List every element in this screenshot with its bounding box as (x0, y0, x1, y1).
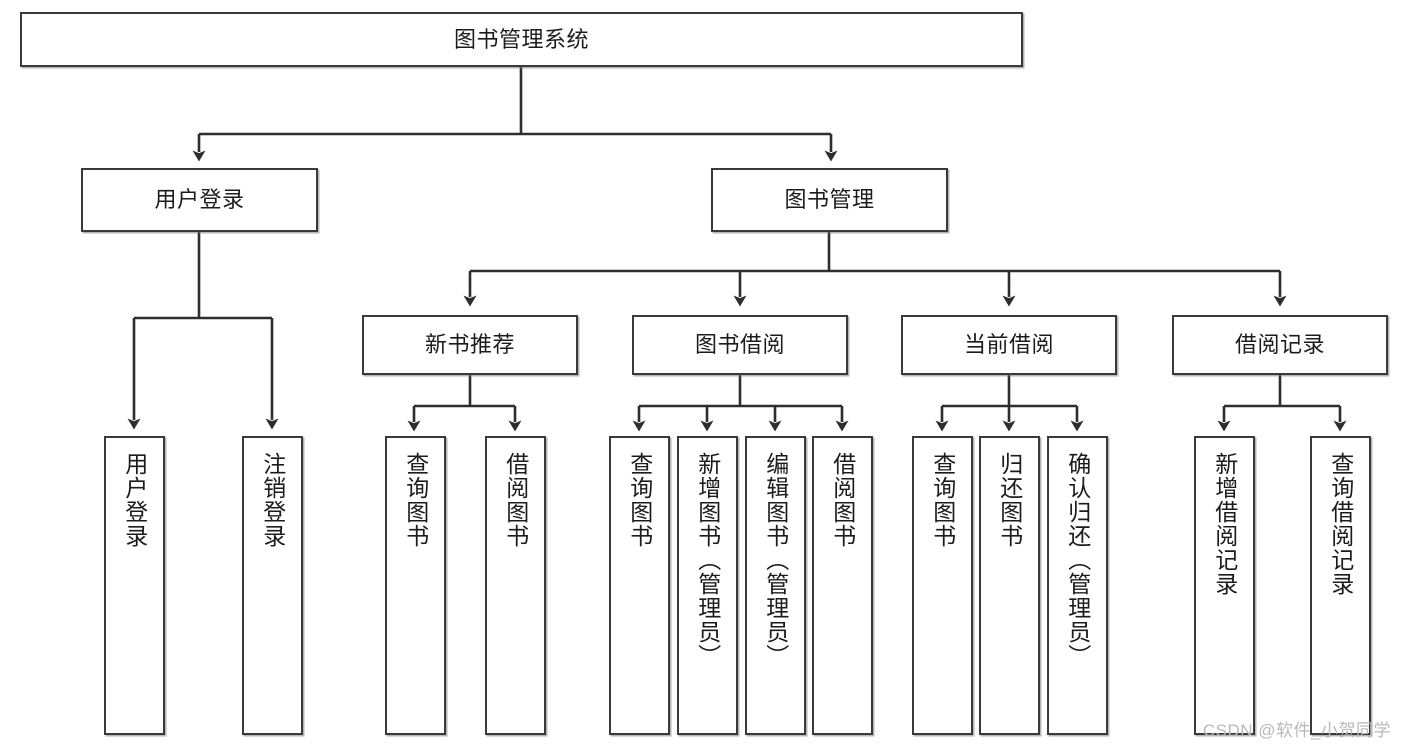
node-label: 注销登录 (259, 452, 286, 548)
leaf-user-login-logout[interactable]: 注销登录 (242, 436, 303, 735)
csdn-watermark: CSDN @软件_小贺同学 (1202, 721, 1391, 740)
node-label: 确认归还（管理员） (1064, 452, 1091, 668)
node-book-management[interactable]: 图书管理 (711, 168, 948, 232)
node-label: 查询借阅记录 (1327, 452, 1354, 596)
node-label: 查询图书 (929, 452, 956, 548)
node-label: 借阅图书 (502, 452, 529, 548)
node-label: 图书借阅 (694, 332, 785, 358)
node-label: 当前借阅 (963, 332, 1054, 358)
leaf-recommend-query-book[interactable]: 查询图书 (385, 436, 446, 735)
node-label: 用户登录 (154, 187, 245, 213)
leaf-borrow-borrow-book[interactable]: 借阅图书 (812, 436, 873, 735)
node-book-borrow[interactable]: 图书借阅 (632, 315, 848, 375)
leaf-current-query-book[interactable]: 查询图书 (912, 436, 973, 735)
node-label: 查询图书 (402, 452, 429, 548)
leaf-borrow-add-book-admin[interactable]: 新增图书（管理员） (677, 436, 738, 735)
node-label: 借阅图书 (829, 452, 856, 548)
node-label: 新增图书（管理员） (694, 452, 721, 668)
leaf-current-return-book[interactable]: 归还图书 (979, 436, 1040, 735)
leaf-record-add-record[interactable]: 新增借阅记录 (1194, 436, 1255, 735)
leaf-recommend-borrow-book[interactable]: 借阅图书 (485, 436, 546, 735)
node-label: 新书推荐 (424, 332, 515, 358)
node-current-borrow[interactable]: 当前借阅 (901, 315, 1117, 375)
node-user-login[interactable]: 用户登录 (81, 168, 318, 232)
leaf-record-query-record[interactable]: 查询借阅记录 (1310, 436, 1371, 735)
node-label: 借阅记录 (1234, 332, 1325, 358)
node-borrow-record[interactable]: 借阅记录 (1172, 315, 1388, 375)
node-label: 归还图书 (996, 452, 1023, 548)
node-new-book-recommend[interactable]: 新书推荐 (362, 315, 578, 375)
node-label: 查询图书 (626, 452, 653, 548)
leaf-user-login-login[interactable]: 用户登录 (104, 436, 165, 735)
node-root-system[interactable]: 图书管理系统 (20, 12, 1023, 67)
leaf-borrow-edit-book-admin[interactable]: 编辑图书（管理员） (745, 436, 806, 735)
leaf-current-confirm-return-admin[interactable]: 确认归还（管理员） (1047, 436, 1108, 735)
node-label: 图书管理系统 (453, 26, 589, 52)
node-label: 图书管理 (784, 187, 875, 213)
node-label: 新增借阅记录 (1211, 452, 1238, 596)
node-label: 用户登录 (121, 452, 148, 548)
leaf-borrow-query-book[interactable]: 查询图书 (609, 436, 670, 735)
node-label: 编辑图书（管理员） (762, 452, 789, 668)
